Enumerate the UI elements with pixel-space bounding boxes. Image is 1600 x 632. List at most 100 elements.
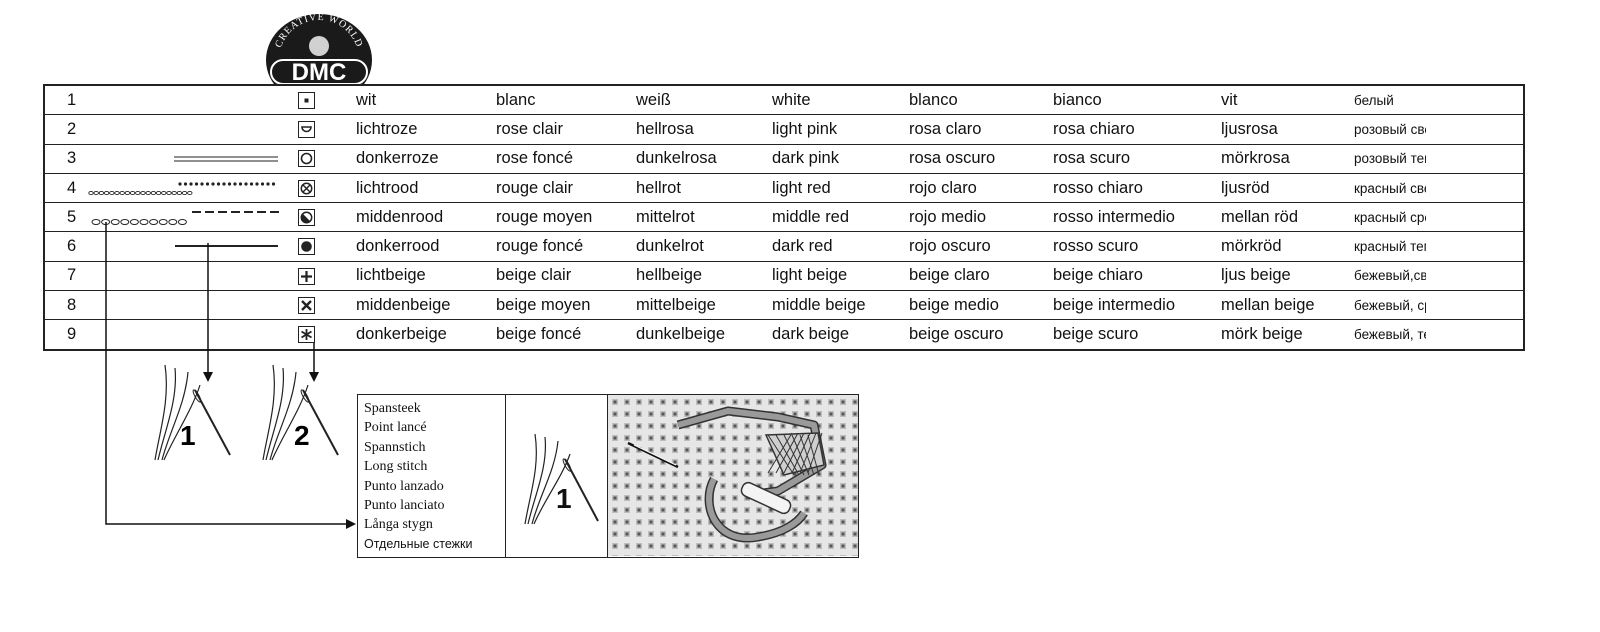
row-number: 4 bbox=[43, 172, 114, 204]
color-name-de: dunkelrot bbox=[636, 231, 772, 262]
color-name-sv: vit bbox=[1221, 84, 1354, 116]
color-name-ru: красный темный bbox=[1354, 231, 1426, 262]
color-name-ru: розовый темный bbox=[1354, 143, 1426, 174]
color-name-it: rosso scuro bbox=[1053, 231, 1221, 262]
row-number: 6 bbox=[43, 231, 114, 262]
small-ovals-and-dots-sample bbox=[88, 182, 276, 195]
color-name-de: hellrot bbox=[636, 172, 772, 204]
color-name-it: beige chiaro bbox=[1053, 260, 1221, 292]
x-cross-icon bbox=[298, 296, 315, 314]
stitch-line-sample bbox=[114, 319, 298, 351]
color-name-en: light red bbox=[772, 172, 909, 204]
color-name-sv: ljusröd bbox=[1221, 172, 1354, 204]
color-name-nl: lichtrood bbox=[356, 172, 496, 204]
row-number: 5 bbox=[43, 202, 114, 233]
color-name-en: dark beige bbox=[772, 319, 909, 351]
color-name-sv: mellan röd bbox=[1221, 202, 1354, 233]
row-end-padding bbox=[1426, 114, 1525, 145]
color-name-es: rojo oscuro bbox=[909, 231, 1053, 262]
color-name-fr: blanc bbox=[496, 84, 636, 116]
symbol-cell bbox=[298, 114, 356, 145]
symbol-cell bbox=[298, 260, 356, 292]
color-name-es: beige medio bbox=[909, 290, 1053, 321]
stitch-name: Point lancé bbox=[364, 420, 427, 436]
color-name-en: dark pink bbox=[772, 143, 909, 174]
color-name-nl: lichtbeige bbox=[356, 260, 496, 292]
color-name-nl: donkerrood bbox=[356, 231, 496, 262]
row-end-padding bbox=[1426, 290, 1525, 321]
stitch-name: Spannstich bbox=[364, 439, 426, 455]
stitch-line-sample bbox=[114, 231, 298, 262]
color-name-fr: rouge clair bbox=[496, 172, 636, 204]
filled-circle-icon bbox=[298, 238, 315, 256]
color-name-it: bianco bbox=[1053, 84, 1221, 116]
color-name-en: light beige bbox=[772, 260, 909, 292]
color-name-it: rosso intermedio bbox=[1053, 202, 1221, 233]
color-name-fr: beige foncé bbox=[496, 319, 636, 351]
asterisk-icon bbox=[298, 326, 315, 344]
color-name-en: middle red bbox=[772, 202, 909, 233]
color-name-es: beige oscuro bbox=[909, 319, 1053, 351]
dmc-logo: CREATIVE WORLD DMC bbox=[266, 14, 372, 86]
color-name-sv: mörkröd bbox=[1221, 231, 1354, 262]
row-number: 7 bbox=[43, 260, 114, 292]
stitch-name: Long stitch bbox=[364, 459, 428, 475]
arrow-to-legend bbox=[105, 222, 356, 529]
symbol-cell bbox=[298, 231, 356, 262]
color-name-es: rojo claro bbox=[909, 172, 1053, 204]
row-number: 9 bbox=[43, 319, 114, 351]
color-name-nl: middenbeige bbox=[356, 290, 496, 321]
color-name-ru: красный светлый bbox=[1354, 172, 1426, 204]
color-name-fr: rose foncé bbox=[496, 143, 636, 174]
symbol-cell bbox=[298, 290, 356, 321]
color-name-nl: lichtroze bbox=[356, 114, 496, 145]
color-name-nl: donkerroze bbox=[356, 143, 496, 174]
color-name-ru: бежевый, темный bbox=[1354, 319, 1426, 351]
color-name-de: dunkelrosa bbox=[636, 143, 772, 174]
color-name-it: beige scuro bbox=[1053, 319, 1221, 351]
row-end-padding bbox=[1426, 231, 1525, 262]
needle-thread-icon bbox=[524, 433, 599, 525]
color-name-de: mittelbeige bbox=[636, 290, 772, 321]
stitch-name: Långa stygn bbox=[364, 517, 433, 533]
dot-square-icon bbox=[298, 91, 315, 109]
row-number: 2 bbox=[43, 114, 114, 145]
stitch-line-sample bbox=[114, 84, 298, 116]
color-name-de: dunkelbeige bbox=[636, 319, 772, 351]
solid-line-sample bbox=[175, 245, 278, 248]
lion-emblem-icon bbox=[309, 36, 329, 56]
color-name-en: white bbox=[772, 84, 909, 116]
color-name-en: dark red bbox=[772, 231, 909, 262]
plus-icon bbox=[298, 267, 315, 285]
color-name-fr: beige clair bbox=[496, 260, 636, 292]
stitch-name: Spansteek bbox=[364, 401, 421, 416]
double-line-sample bbox=[174, 156, 278, 162]
stitch-name: Punto lanciato bbox=[364, 498, 445, 514]
color-name-es: rosa oscuro bbox=[909, 143, 1053, 174]
color-name-de: weiß bbox=[636, 84, 772, 116]
logo-brand-text: DMC bbox=[292, 59, 347, 86]
circle-cross-icon bbox=[298, 179, 315, 197]
stitch-line-sample bbox=[91, 202, 298, 233]
color-name-es: beige claro bbox=[909, 260, 1053, 292]
half-circle-icon bbox=[298, 121, 315, 139]
circle-outline-icon bbox=[298, 150, 315, 168]
color-name-sv: mörkrosa bbox=[1221, 143, 1354, 174]
color-name-it: beige intermedio bbox=[1053, 290, 1221, 321]
stitch-line-sample bbox=[114, 290, 298, 321]
color-name-sv: ljusrosa bbox=[1221, 114, 1354, 145]
color-name-ru: розовый светлый bbox=[1354, 114, 1426, 145]
needle-thread-icon bbox=[262, 364, 339, 461]
needle-label-1: 1 bbox=[180, 420, 196, 451]
legend-needle-panel: 1 bbox=[506, 395, 608, 557]
color-name-nl: middenrood bbox=[356, 202, 496, 233]
row-number: 8 bbox=[43, 290, 114, 321]
